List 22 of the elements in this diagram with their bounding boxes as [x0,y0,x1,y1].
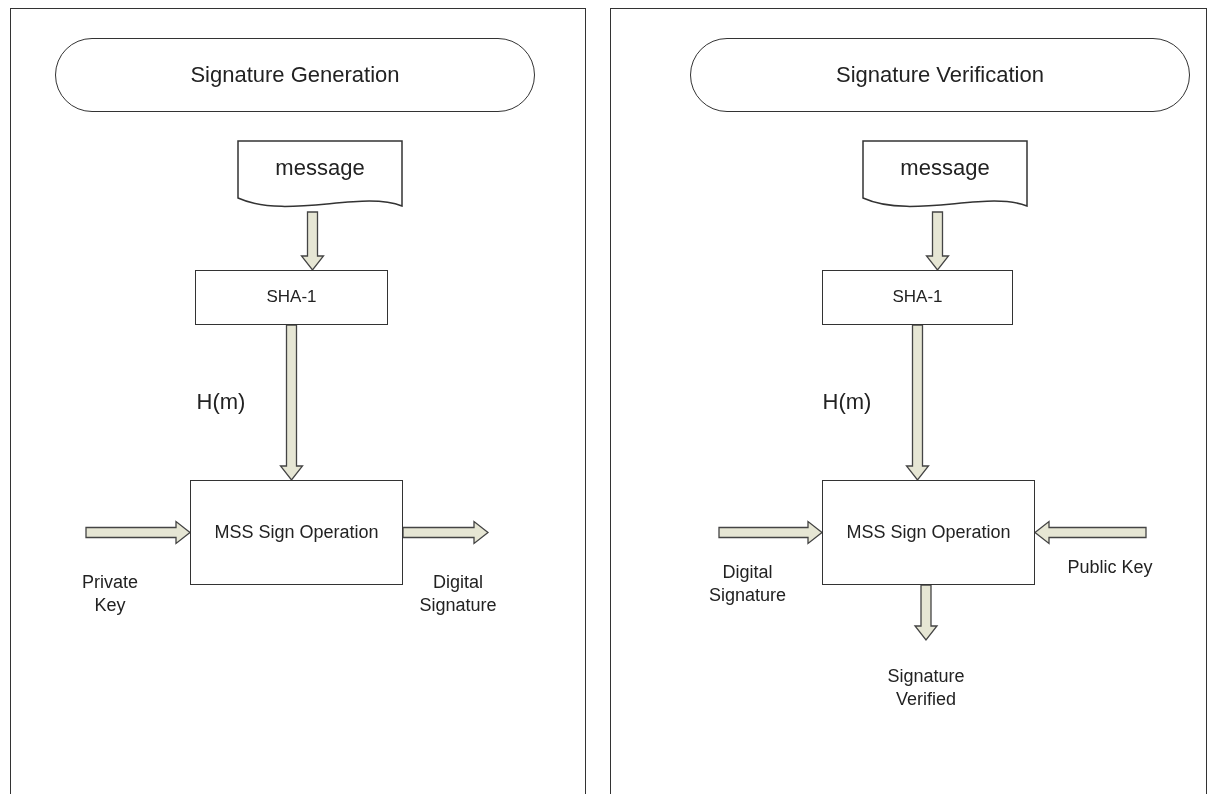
panel-frame [610,8,1207,794]
process-box: SHA-1 [195,270,388,325]
block-arrow [402,520,490,545]
arrow-label: Digital Signature [707,560,788,607]
panel-frame [10,8,586,794]
process-box: SHA-1 [822,270,1013,325]
block-arrow [279,324,304,482]
block-arrow [905,324,930,482]
block-arrow [300,211,325,272]
terminator-shape: Signature Verification [690,38,1190,112]
block-arrow [85,520,192,545]
process-box: MSS Sign Operation [822,480,1035,585]
arrow-label: Signature Verified [886,664,966,711]
process-box: MSS Sign Operation [190,480,403,585]
block-arrow [925,211,950,272]
arrow-label: Public Key [1067,556,1153,580]
arrow-label: Digital Signature [418,570,498,617]
block-arrow [718,520,824,545]
terminator-shape: Signature Generation [55,38,535,112]
block-arrow [913,584,939,642]
arrow-label: Private Key [81,570,139,617]
block-arrow [1033,520,1147,545]
